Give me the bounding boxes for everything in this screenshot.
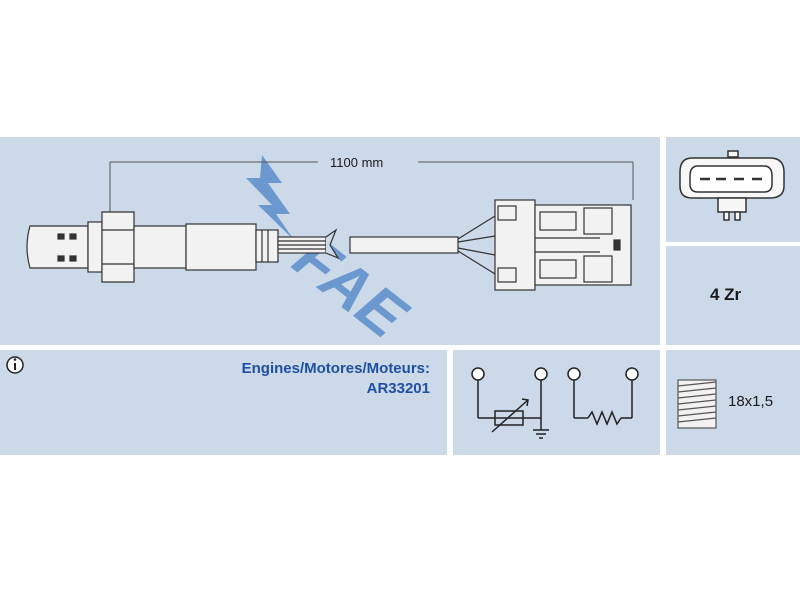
thread-size-label: 18x1,5 <box>728 393 774 410</box>
sensor-type-panel <box>666 246 800 345</box>
length-dimension <box>109 161 634 215</box>
cable-length-label: 1100 mm <box>330 155 384 170</box>
circuit-panel <box>453 350 660 455</box>
applications-panel <box>0 350 447 455</box>
sensor-type-label: 4 Zr <box>710 285 742 304</box>
oxygen-sensor <box>26 199 632 291</box>
engine-code: AR33201 <box>366 380 430 397</box>
engines-label: Engines/Motores/Moteurs: <box>241 360 430 377</box>
